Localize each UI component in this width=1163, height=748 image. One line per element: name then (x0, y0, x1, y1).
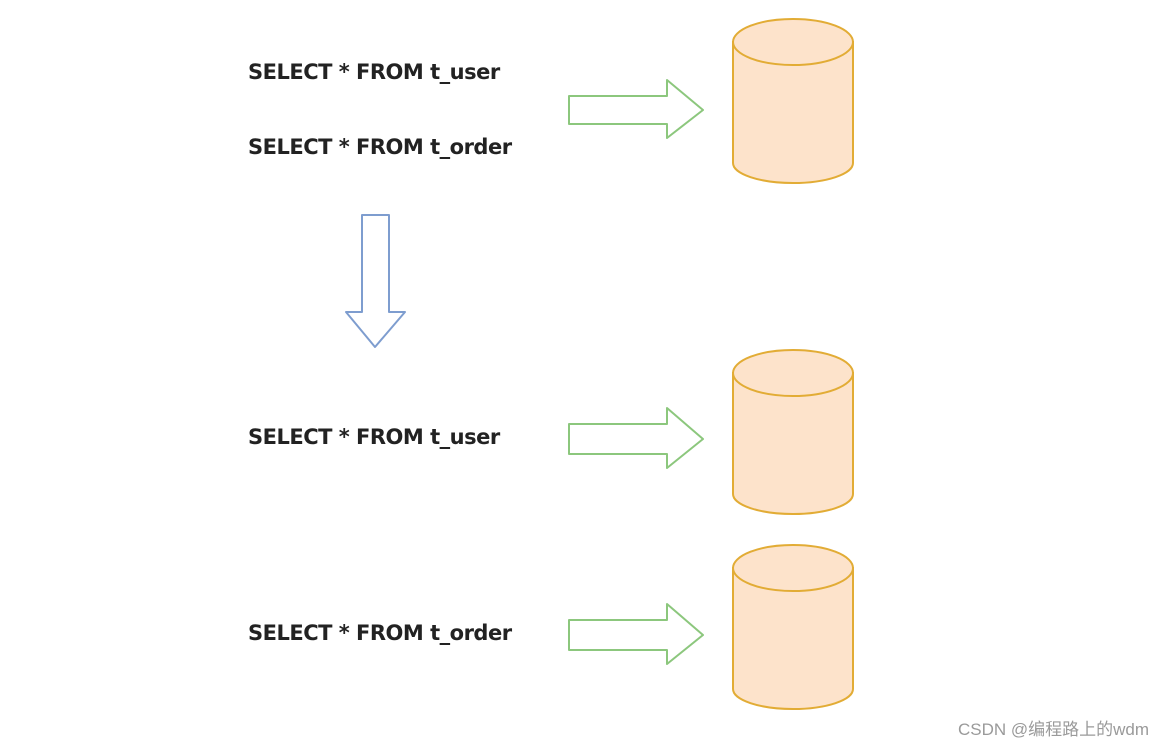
arrow-down-icon (345, 214, 406, 348)
database-icon (732, 18, 854, 184)
watermark: CSDN @编程路上的wdm (957, 720, 1149, 739)
database-icon (732, 349, 854, 515)
arrow-right-icon (568, 79, 704, 139)
query-after-t-user: SELECT * FROM t_user (248, 425, 500, 449)
database-icon (732, 544, 854, 710)
query-before-t-user: SELECT * FROM t_user (248, 60, 500, 84)
query-after-t-order: SELECT * FROM t_order (248, 621, 512, 645)
arrow-right-icon (568, 407, 704, 469)
query-before-t-order: SELECT * FROM t_order (248, 135, 512, 159)
arrow-right-icon (568, 603, 704, 665)
